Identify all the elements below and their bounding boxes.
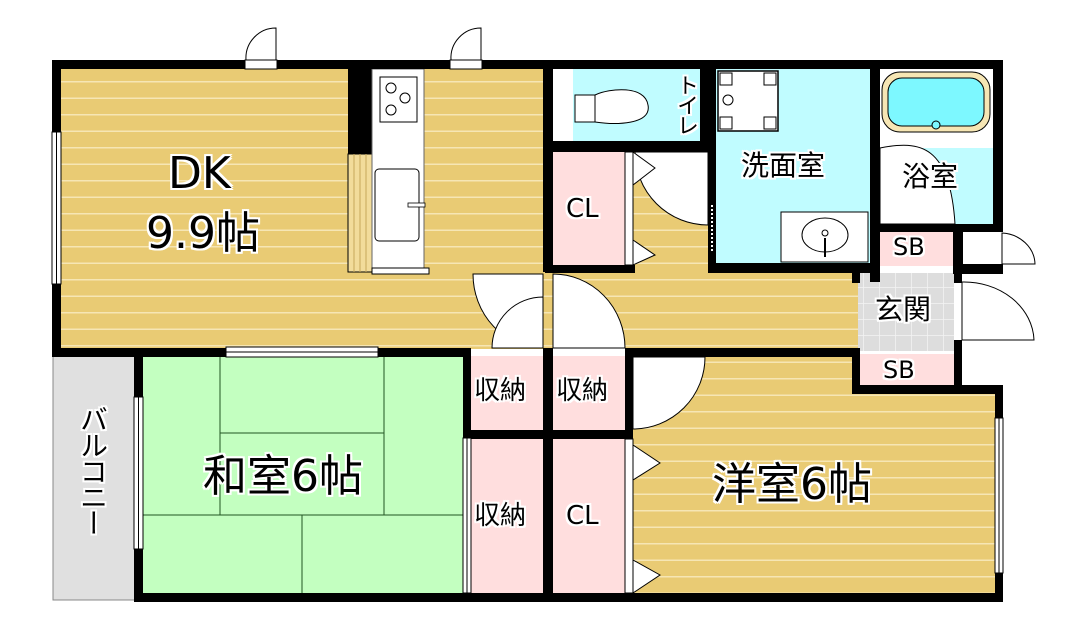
- shuno-left-upper: [471, 356, 543, 430]
- cl-lower: [553, 439, 625, 593]
- kitchen-sink-icon: [374, 168, 426, 242]
- entrance-floor: [858, 273, 954, 351]
- shuno-right-upper-label: 収納: [556, 376, 609, 406]
- shuno-left-lower: [471, 439, 543, 593]
- balcony-label: バルコニー: [76, 405, 109, 535]
- dk-floor: [61, 69, 547, 349]
- sb-lower: [860, 354, 954, 387]
- cl-upper: [553, 152, 630, 265]
- stove-icon: [379, 76, 418, 123]
- cl-upper-label: CL: [566, 194, 599, 224]
- dk-name-label: DK: [168, 148, 231, 199]
- sb-upper: [880, 232, 953, 266]
- balcony: [52, 351, 136, 601]
- yoshitsu-floor: [633, 357, 995, 593]
- washitsu-label: 和室6帖: [203, 451, 363, 502]
- windows: [51, 131, 1004, 594]
- sb-lower-label: SB: [883, 356, 915, 384]
- sink-icon: [780, 211, 869, 263]
- shuno-left-lower-label: 収納: [474, 501, 527, 531]
- toilet-label: トイレ: [673, 74, 698, 134]
- washroom-label: 洗面室: [741, 149, 826, 182]
- doors: [244, 27, 1036, 594]
- bath-label: 浴室: [902, 160, 959, 193]
- shuno-right-upper: [553, 356, 625, 430]
- bathtub-icon: [881, 71, 991, 133]
- dk-size-label: 9.9帖: [146, 208, 260, 259]
- washitsu-tatami: [143, 357, 470, 593]
- entrance-label: 玄関: [875, 293, 932, 326]
- sb-upper-label: SB: [893, 233, 925, 261]
- washing-machine-icon: [717, 70, 779, 132]
- yoshitsu-label: 洋室6帖: [712, 459, 872, 510]
- toilet-bowl-icon: [574, 89, 649, 124]
- shuno-left-upper-label: 収納: [474, 376, 527, 406]
- cl-lower-label: CL: [566, 501, 599, 531]
